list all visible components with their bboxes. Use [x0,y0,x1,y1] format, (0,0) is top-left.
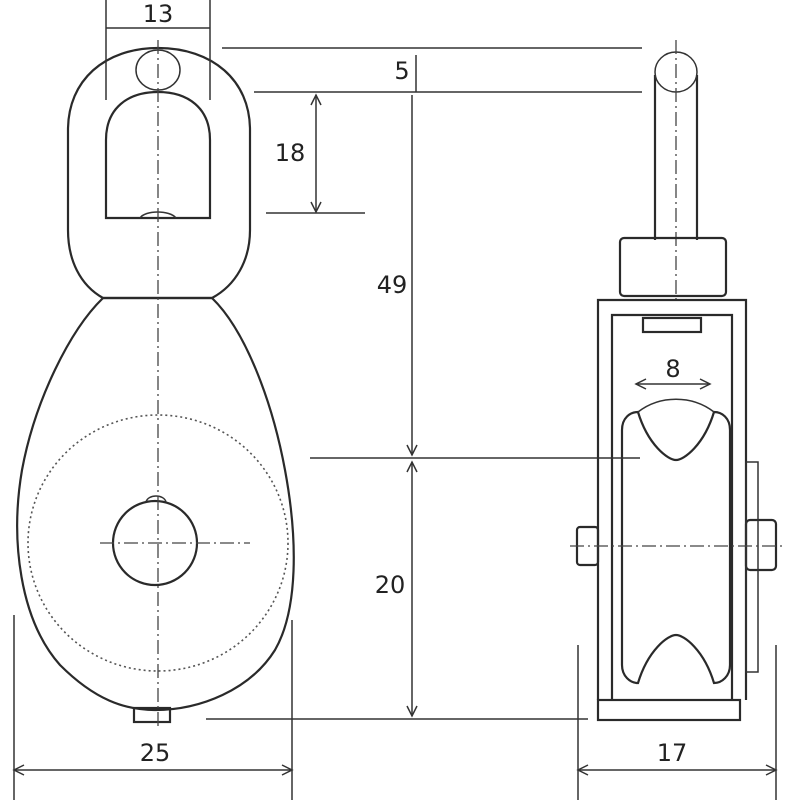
dimension-lines [12,0,778,800]
front-axle-key [145,495,167,503]
dim20-arrows [406,460,418,718]
side-view [570,40,785,722]
dim8-arrows [634,378,712,390]
dimension-labels: 13 5 18 49 8 20 25 17 [140,0,688,767]
side-washer-plate [745,461,759,673]
dim-label-5: 5 [394,57,409,85]
front-eye-outer [66,46,252,300]
dim-label-8: 8 [665,355,680,383]
front-body-outline [16,297,295,712]
side-shaft [653,75,699,240]
side-top-slot [641,316,703,334]
dim-label-49: 49 [377,271,408,299]
side-sheave [620,410,732,685]
side-bolt-nut [744,518,778,572]
dim-label-13: 13 [143,0,174,28]
front-sheave-dotted [27,414,289,672]
dim-label-20: 20 [375,571,406,599]
side-swivel-block [618,236,728,298]
front-bottom-nub [132,706,172,724]
dim49-arrow [406,444,418,457]
dim25-arrows [12,764,294,776]
dim-label-17: 17 [657,739,688,767]
side-base-plate [596,698,742,722]
dim18-arrows [310,93,322,214]
dim17-arrows [576,764,778,776]
dim-label-25: 25 [140,739,171,767]
dim-label-18: 18 [275,139,306,167]
front-view [16,40,295,728]
side-frame-inner [610,313,734,700]
side-sheave-top-arc [637,398,715,413]
